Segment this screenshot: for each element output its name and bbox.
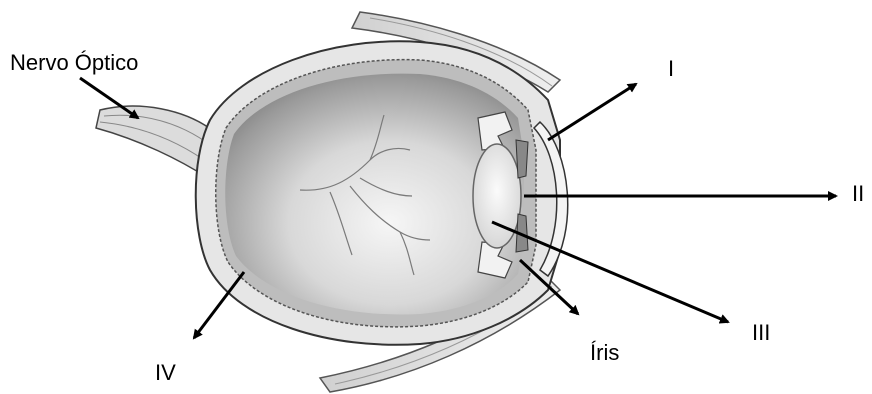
label-i: I — [668, 58, 674, 80]
arrow-i — [548, 84, 636, 140]
label-iv: IV — [155, 362, 176, 384]
optic-nerve-bundle — [96, 106, 212, 178]
label-ii: II — [852, 183, 864, 205]
iris-label: Íris — [590, 342, 619, 364]
optic-nerve-label: Nervo Óptico — [10, 52, 138, 74]
label-iii: III — [752, 322, 770, 344]
